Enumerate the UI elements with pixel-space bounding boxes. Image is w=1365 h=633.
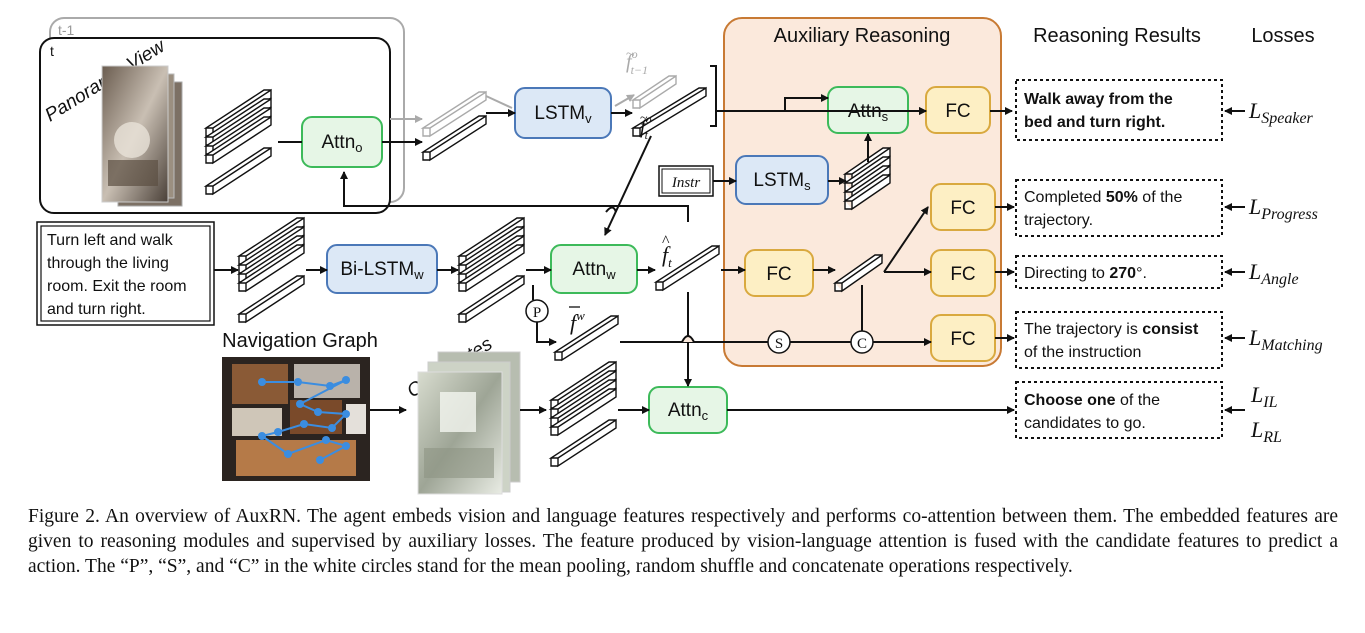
svg-text:Bi-LSTMw: Bi-LSTMw bbox=[340, 259, 424, 282]
lstm-v-module: LSTMv bbox=[514, 87, 612, 139]
word-feature-stack: ⋮ bbox=[236, 216, 305, 324]
result-action: Choose one of the candidates to go. bbox=[1015, 381, 1223, 439]
loss-progress: LProgress bbox=[1248, 194, 1318, 223]
module-label: Attn bbox=[572, 259, 606, 280]
fc-label: FC bbox=[766, 264, 791, 285]
module-subscript: s bbox=[882, 109, 889, 124]
op-shuffle-label: S bbox=[775, 336, 783, 352]
result-text: of the instruction bbox=[1024, 344, 1141, 361]
losses-title: Losses bbox=[1251, 25, 1314, 47]
result-text: bed and turn right. bbox=[1024, 114, 1165, 131]
result-speaker: Walk away from the bed and turn right. bbox=[1015, 79, 1223, 141]
attn-w-module: Attnw bbox=[550, 244, 638, 294]
visual-feature-stack: ⋮ bbox=[203, 88, 272, 196]
bilstm-w-module: Bi-LSTMw bbox=[326, 244, 438, 294]
feature-f-t: ft bbox=[662, 242, 672, 270]
fo-t-vector bbox=[630, 86, 707, 138]
instr-label: Instr bbox=[671, 175, 701, 191]
fc-label: FC bbox=[950, 198, 975, 219]
loss-rl: LRL bbox=[1250, 417, 1282, 446]
op-pool-label: P bbox=[533, 305, 541, 321]
visual-feature-single bbox=[420, 114, 487, 162]
module-subscript: o bbox=[355, 140, 362, 155]
instruction-box bbox=[36, 221, 215, 326]
fused-vector bbox=[832, 253, 883, 293]
speaker-feature-stack bbox=[842, 146, 891, 211]
result-progress: Completed 50% of the trajectory. bbox=[1015, 179, 1223, 237]
result-text: Completed 50% of the bbox=[1024, 189, 1182, 206]
fc-label: FC bbox=[950, 264, 975, 285]
reasoning-results-title: Reasoning Results bbox=[1033, 25, 1201, 47]
loss-matching: LMatching bbox=[1248, 325, 1323, 354]
module-subscript: w bbox=[413, 267, 424, 282]
module-subscript: v bbox=[585, 111, 592, 126]
svg-text:Attno: Attno bbox=[321, 132, 362, 155]
module-subscript: c bbox=[702, 408, 709, 423]
fo-prev-vector bbox=[630, 74, 677, 110]
module-label: LSTM bbox=[753, 170, 804, 191]
candidates-image bbox=[417, 351, 521, 495]
navigation-graph-label: Navigation Graph bbox=[222, 330, 378, 352]
svg-text:LSTMs: LSTMs bbox=[753, 170, 811, 193]
module-label: Bi-LSTM bbox=[340, 259, 414, 280]
svg-text:LSTMv: LSTMv bbox=[534, 103, 592, 126]
visual-feature-prev bbox=[420, 90, 487, 138]
svg-text:Attnc: Attnc bbox=[668, 400, 709, 423]
feature-f-w: fw bbox=[570, 308, 585, 335]
panorama-image bbox=[101, 65, 183, 207]
module-label: Attn bbox=[668, 400, 702, 421]
result-text: Choose one of the bbox=[1024, 392, 1160, 409]
op-concat-label: C bbox=[857, 336, 867, 352]
architecture-diagram: Auxiliary Reasoning Reasoning Results Lo… bbox=[36, 17, 1323, 495]
result-text: candidates to go. bbox=[1024, 415, 1146, 432]
encoded-word-stack: ⋮ bbox=[456, 216, 525, 324]
module-subscript: w bbox=[605, 267, 616, 282]
timestep-prev-label: t-1 bbox=[58, 22, 75, 38]
module-label: Attn bbox=[321, 132, 355, 153]
result-matching: The trajectory is consist of the instruc… bbox=[1015, 311, 1223, 369]
instruction-line: room. Exit the room bbox=[47, 278, 187, 295]
navigation-graph-image bbox=[222, 357, 370, 481]
svg-text:Attnw: Attnw bbox=[572, 259, 616, 282]
result-angle: Directing to 270°. bbox=[1015, 255, 1223, 289]
op-concat: C bbox=[850, 330, 874, 354]
instr-box bbox=[658, 165, 714, 197]
instruction-line: Turn left and walk bbox=[47, 232, 174, 249]
fc-label: FC bbox=[945, 101, 970, 122]
fc-label: FC bbox=[950, 329, 975, 350]
figure-caption: Figure 2. An overview of AuxRN. The agen… bbox=[28, 506, 1338, 577]
svg-text:~: ~ bbox=[626, 47, 634, 62]
op-pool: P bbox=[525, 299, 549, 323]
result-text: trajectory. bbox=[1024, 212, 1093, 229]
op-shuffle: S bbox=[767, 330, 791, 354]
result-text: Directing to 270°. bbox=[1024, 265, 1147, 282]
instruction-line: and turn right. bbox=[47, 301, 146, 318]
timestep-label: t bbox=[50, 43, 54, 59]
loss-il: LIL bbox=[1250, 382, 1278, 411]
module-label: LSTM bbox=[534, 103, 585, 124]
svg-text:^: ^ bbox=[662, 233, 670, 250]
auxiliary-reasoning-title: Auxiliary Reasoning bbox=[774, 25, 951, 47]
result-text: The trajectory is consist bbox=[1024, 321, 1199, 338]
result-text: Walk away from the bbox=[1024, 91, 1173, 108]
lstm-s-module: LSTMs bbox=[735, 155, 829, 205]
svg-text:~: ~ bbox=[640, 111, 648, 126]
attn-c-module: Attnc bbox=[648, 386, 728, 434]
attn-o-module: Attno bbox=[301, 116, 383, 168]
fw-vector bbox=[552, 314, 619, 362]
loss-angle: LAngle bbox=[1248, 259, 1299, 288]
module-subscript: s bbox=[804, 178, 811, 193]
ft-vector bbox=[653, 244, 720, 292]
candidate-feature-stack: ⋮ bbox=[548, 360, 617, 468]
loss-speaker: LSpeaker bbox=[1248, 98, 1314, 127]
instruction-line: through the living bbox=[47, 255, 169, 272]
